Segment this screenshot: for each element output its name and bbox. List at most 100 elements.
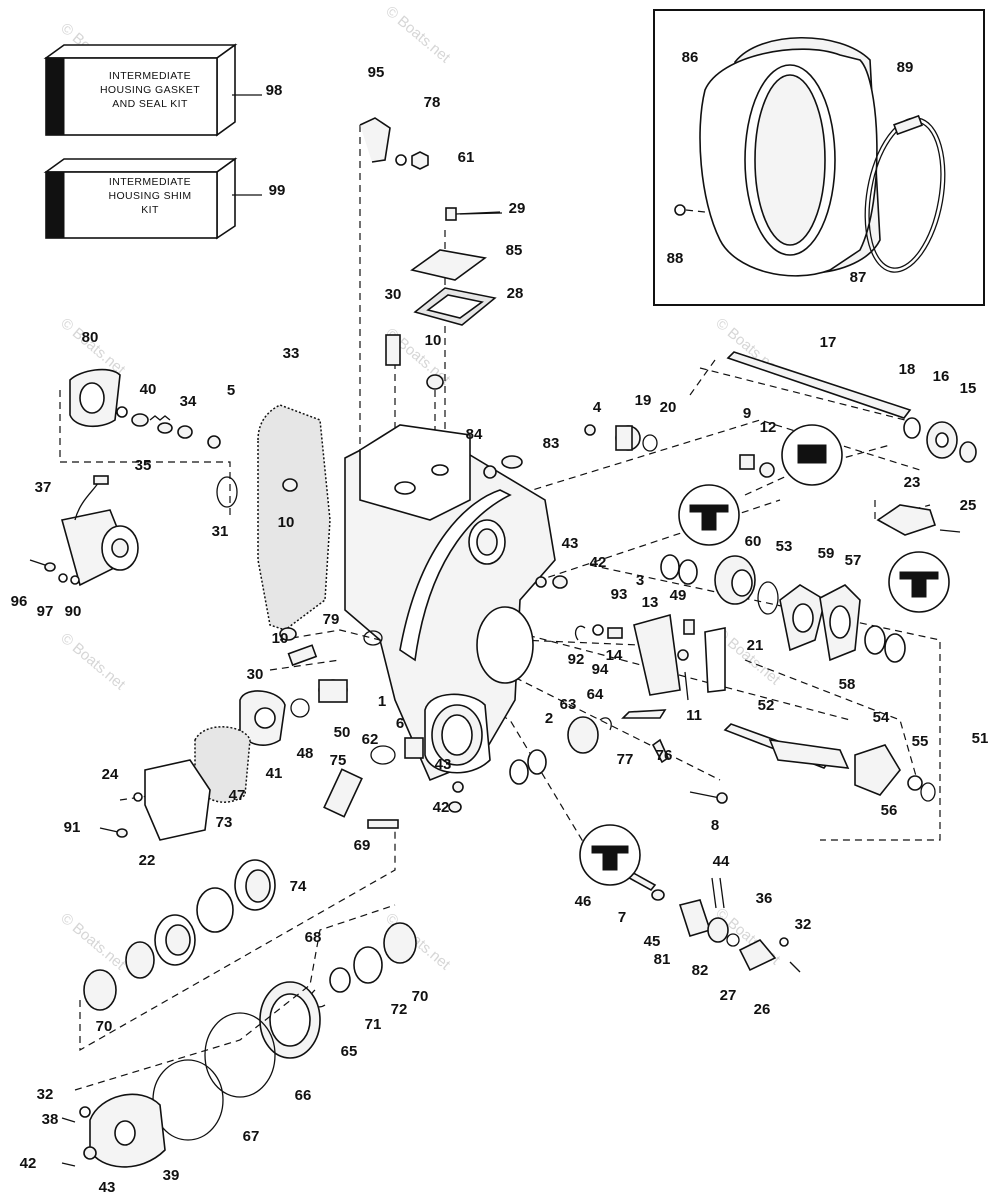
callout-71: 71 bbox=[365, 1016, 382, 1033]
callout-33: 33 bbox=[283, 345, 300, 362]
callout-5: 5 bbox=[227, 382, 235, 399]
callout-26: 26 bbox=[754, 1001, 771, 1018]
callout-98: 98 bbox=[266, 82, 283, 99]
callout-65: 65 bbox=[341, 1043, 358, 1060]
callout-13: 13 bbox=[642, 594, 659, 611]
intermediate-housing bbox=[344, 424, 556, 782]
callout-32-alt-1: 32 bbox=[37, 1086, 54, 1103]
callout-17: 17 bbox=[820, 334, 837, 351]
callout-29: 29 bbox=[509, 200, 526, 217]
callout-41: 41 bbox=[266, 765, 283, 782]
callout-82: 82 bbox=[692, 962, 709, 979]
callout-62: 62 bbox=[362, 731, 379, 748]
callout-54: 54 bbox=[873, 709, 890, 726]
callout-46: 46 bbox=[575, 893, 592, 910]
callout-9: 9 bbox=[743, 405, 751, 422]
callout-37: 37 bbox=[35, 479, 52, 496]
shim-kit-line-1: INTERMEDIATE bbox=[109, 176, 191, 188]
callout-60: 60 bbox=[745, 533, 762, 550]
callout-42: 42 bbox=[20, 1155, 37, 1172]
callout-20: 20 bbox=[660, 399, 677, 416]
callout-48: 48 bbox=[297, 745, 314, 762]
callout-53: 53 bbox=[776, 538, 793, 555]
callout-1: 1 bbox=[378, 693, 386, 710]
callout-31: 31 bbox=[212, 523, 229, 540]
exhaust-seal-inset bbox=[653, 9, 985, 306]
callout-67: 67 bbox=[243, 1128, 260, 1145]
callout-47: 47 bbox=[229, 787, 246, 804]
detail-magnifiers bbox=[579, 424, 950, 886]
callout-96: 96 bbox=[11, 593, 28, 610]
callout-14: 14 bbox=[606, 647, 623, 664]
callout-91: 91 bbox=[64, 819, 81, 836]
callout-43: 43 bbox=[99, 1179, 116, 1196]
callout-74: 74 bbox=[290, 878, 307, 895]
callout-66: 66 bbox=[295, 1087, 312, 1104]
gasket-kit-line-1: INTERMEDIATE bbox=[109, 70, 191, 82]
callout-24: 24 bbox=[102, 766, 119, 783]
callout-21: 21 bbox=[747, 637, 764, 654]
callout-23: 23 bbox=[904, 474, 921, 491]
shim-kit-line-2: HOUSING SHIM bbox=[109, 190, 192, 202]
callout-6: 6 bbox=[396, 715, 404, 732]
callout-90: 90 bbox=[65, 603, 82, 620]
gasket-kit-line-2: HOUSING GASKET bbox=[100, 84, 200, 96]
callout-73: 73 bbox=[216, 814, 233, 831]
callout-44: 44 bbox=[713, 853, 730, 870]
callout-57: 57 bbox=[845, 552, 862, 569]
gasket-seal-kit-box: INTERMEDIATE HOUSING GASKET AND SEAL KIT bbox=[43, 43, 238, 137]
callout-89: 89 bbox=[897, 59, 914, 76]
callout-64: 64 bbox=[587, 686, 604, 703]
callout-25: 25 bbox=[960, 497, 977, 514]
callout-32: 32 bbox=[795, 916, 812, 933]
callout-72: 72 bbox=[391, 1001, 408, 1018]
callout-22: 22 bbox=[139, 852, 156, 869]
callout-69: 69 bbox=[354, 837, 371, 854]
callout-30: 30 bbox=[247, 666, 264, 683]
callout-35: 35 bbox=[135, 457, 152, 474]
callout-97: 97 bbox=[37, 603, 54, 620]
callout-70: 70 bbox=[412, 988, 429, 1005]
callout-8: 8 bbox=[711, 817, 719, 834]
callout-43-alt-1: 43 bbox=[435, 756, 452, 773]
callout-52: 52 bbox=[758, 697, 775, 714]
callout-50: 50 bbox=[334, 724, 351, 741]
callout-99: 99 bbox=[269, 182, 286, 199]
callout-28: 28 bbox=[507, 285, 524, 302]
callout-80: 80 bbox=[82, 329, 99, 346]
callout-10-alt-1: 10 bbox=[278, 514, 295, 531]
callout-78: 78 bbox=[424, 94, 441, 111]
callout-10: 10 bbox=[272, 630, 289, 647]
callout-55: 55 bbox=[912, 733, 929, 750]
callout-45: 45 bbox=[644, 933, 661, 950]
watermark-2: © Boats.net bbox=[382, 3, 454, 67]
shim-kit-box: INTERMEDIATE HOUSING SHIM KIT bbox=[43, 157, 238, 240]
callout-68: 68 bbox=[305, 929, 322, 946]
callout-40: 40 bbox=[140, 381, 157, 398]
shim-kit-line-3: KIT bbox=[141, 204, 159, 216]
leader-29 bbox=[459, 212, 503, 215]
callout-93: 93 bbox=[611, 586, 628, 603]
callout-86: 86 bbox=[682, 49, 699, 66]
callout-11: 11 bbox=[686, 707, 702, 724]
callout-63: 63 bbox=[560, 696, 577, 713]
callout-19: 19 bbox=[635, 392, 652, 409]
callout-58: 58 bbox=[839, 676, 856, 693]
callout-7: 7 bbox=[618, 909, 626, 926]
callout-81: 81 bbox=[654, 951, 671, 968]
callout-42-alt-1: 42 bbox=[433, 799, 450, 816]
callout-59: 59 bbox=[818, 545, 835, 562]
callout-87: 87 bbox=[850, 269, 867, 286]
callout-16: 16 bbox=[933, 368, 950, 385]
callout-15: 15 bbox=[960, 380, 977, 397]
callout-94: 94 bbox=[592, 661, 609, 678]
callout-36: 36 bbox=[756, 890, 773, 907]
callout-43-alt-2: 43 bbox=[562, 535, 579, 552]
callout-38: 38 bbox=[42, 1111, 59, 1128]
callout-49: 49 bbox=[670, 587, 687, 604]
callout-10-alt-2: 10 bbox=[425, 332, 442, 349]
callout-39: 39 bbox=[163, 1167, 180, 1184]
callout-34: 34 bbox=[180, 393, 197, 410]
callout-88: 88 bbox=[667, 250, 684, 267]
